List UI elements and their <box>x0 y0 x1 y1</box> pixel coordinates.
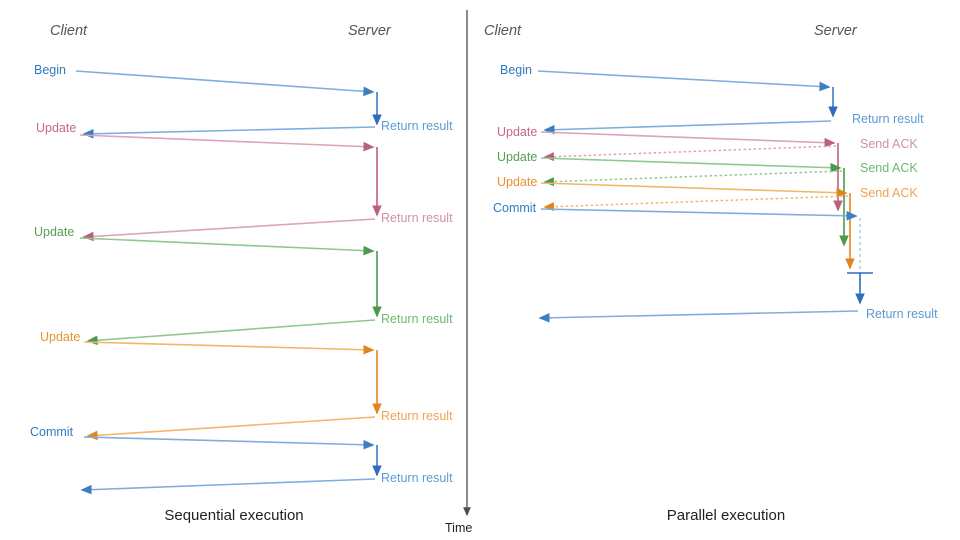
lane-title-server-parallel: Server <box>814 23 857 39</box>
label-server-return-2-parallel: Return result <box>866 307 938 321</box>
arrow-update-3-request-p <box>540 182 848 198</box>
caption-parallel: Parallel execution <box>666 507 786 524</box>
arrow-return-result-3 <box>86 319 376 346</box>
panel-sequential <box>75 70 382 495</box>
label-client-commit-sequential: Commit <box>30 425 74 439</box>
arrow-update-3-request <box>83 341 375 355</box>
label-server-return-1-sequential: Return result <box>381 119 453 133</box>
label-client-update-1-parallel: Update <box>497 125 538 139</box>
arrow-send-ack-2 <box>543 170 843 187</box>
label-client-commit-parallel: Commit <box>493 201 537 215</box>
label-client-update-2-parallel: Update <box>497 150 538 164</box>
arrow-update-2-request-p <box>540 157 842 173</box>
label-client-begin-sequential: Begin <box>34 63 66 77</box>
lane-title-client-sequential: Client <box>50 23 88 39</box>
arrow-update-2-request <box>79 237 375 256</box>
label-client-update-3-sequential: Update <box>40 330 81 344</box>
arrow-return-result-p2 <box>538 310 859 323</box>
arrow-commit-request-p <box>540 208 858 221</box>
label-server-ack-3-parallel: Send ACK <box>860 186 918 200</box>
arrow-commit-request <box>83 436 375 450</box>
label-server-return-5-sequential: Return result <box>381 471 453 485</box>
label-server-ack-1-parallel: Send ACK <box>860 137 918 151</box>
caption-sequential: Sequential execution <box>164 507 304 524</box>
arrow-return-result-4 <box>86 416 376 441</box>
arrow-return-result-2 <box>82 218 376 242</box>
label-server-return-4-sequential: Return result <box>381 409 453 423</box>
label-client-update-1-sequential: Update <box>36 121 77 135</box>
arrow-send-ack-1 <box>543 145 837 162</box>
label-server-return-1-parallel: Return result <box>852 112 924 126</box>
panel-parallel <box>537 70 873 323</box>
label-server-ack-2-parallel: Send ACK <box>860 161 918 175</box>
label-server-return-3-sequential: Return result <box>381 312 453 326</box>
arrow-begin-request-p <box>537 70 831 92</box>
label-client-update-3-parallel: Update <box>497 175 538 189</box>
label-client-begin-parallel: Begin <box>500 63 532 77</box>
arrow-return-result-p1 <box>543 120 832 135</box>
time-axis-label: Time <box>445 521 473 535</box>
arrow-update-1-request <box>79 134 375 152</box>
arrow-send-ack-3 <box>543 195 849 212</box>
arrow-return-result-5 <box>80 478 376 495</box>
arrow-return-result-1 <box>82 126 376 139</box>
label-client-update-2-sequential: Update <box>34 225 75 239</box>
arrow-begin-request <box>75 70 375 97</box>
label-server-return-2-sequential: Return result <box>381 211 453 225</box>
lane-title-client-parallel: Client <box>484 23 522 39</box>
lane-title-server-sequential: Server <box>348 23 391 39</box>
arrow-update-1-request-p <box>540 131 836 148</box>
